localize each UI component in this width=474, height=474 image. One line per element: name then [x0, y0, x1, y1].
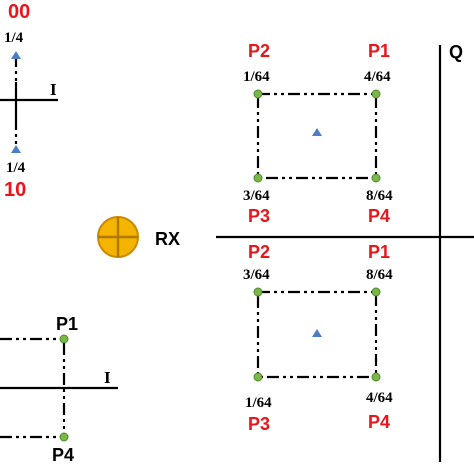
left-bottom-point-p1: [59, 334, 69, 344]
upper-point-p1: [371, 89, 381, 99]
triangle-upper-icon: [11, 51, 21, 59]
upper-point-p4: [371, 173, 381, 183]
lower-box-outline: [256, 290, 378, 379]
lower-p4-label: P4: [368, 412, 390, 432]
left-bottom-point-p4: [59, 432, 69, 442]
lower-point-p1: [371, 287, 381, 297]
lower-point-p3: [253, 372, 263, 382]
lower-frac-tl: 3/64: [243, 267, 270, 283]
lower-frac-br: 4/64: [366, 390, 393, 406]
upper-p3-label: P3: [248, 206, 270, 226]
lower-frac-bl: 1/64: [245, 395, 272, 411]
lower-p1-label: P1: [368, 242, 390, 262]
code-10-label: 10: [4, 179, 26, 201]
left-bottom-i-axis-label: I: [104, 368, 111, 387]
upper-p4-label: P4: [368, 206, 390, 226]
frac-lower-label: 1/4: [6, 160, 26, 176]
upper-frac-tl: 1/64: [243, 69, 270, 85]
q-axis-label: Q: [449, 42, 463, 62]
lower-point-p4: [371, 372, 381, 382]
upper-point-p2: [253, 89, 263, 99]
upper-p1-label: P1: [368, 41, 390, 61]
upper-frac-bl: 3/64: [243, 188, 270, 204]
upper-p2-label: P2: [248, 41, 270, 61]
code-00-label: 00: [8, 1, 30, 23]
rx-label: RX: [155, 229, 180, 249]
lower-point-p2: [253, 287, 263, 297]
left-top-i-axis-label: I: [50, 80, 57, 99]
upper-frac-br: 8/64: [366, 188, 393, 204]
lower-center-triangle-icon: [312, 329, 322, 337]
upper-frac-tr: 4/64: [364, 69, 391, 85]
left-bottom-p4-label: P4: [52, 445, 74, 465]
lower-p3-label: P3: [248, 414, 270, 434]
frac-upper-label: 1/4: [4, 30, 24, 46]
upper-box-outline: [256, 92, 378, 180]
upper-center-triangle-icon: [312, 128, 322, 136]
triangle-lower-icon: [11, 145, 21, 153]
lower-frac-tr: 8/64: [366, 267, 393, 283]
crosshair-circle-icon: [97, 216, 139, 258]
lower-p2-label: P2: [248, 242, 270, 262]
left-bottom-p1-label: P1: [56, 314, 78, 334]
upper-point-p3: [253, 173, 263, 183]
